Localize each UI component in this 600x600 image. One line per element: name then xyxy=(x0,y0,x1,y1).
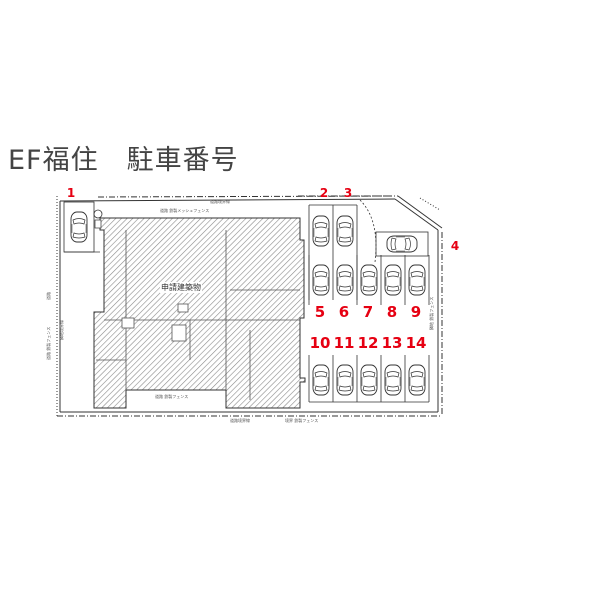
parking-number-6: 6 xyxy=(338,303,350,321)
parking-area-4 xyxy=(375,231,429,257)
svg-text:道路 鉄製メッシュフェンス: 道路 鉄製メッシュフェンス xyxy=(160,207,209,213)
parking-number-12: 12 xyxy=(357,334,379,352)
svg-text:隣地 鉄製フェンス: 隣地 鉄製フェンス xyxy=(428,297,434,330)
parking-number-7: 7 xyxy=(362,303,374,321)
parking-number-2: 2 xyxy=(319,186,329,200)
parking-number-9: 9 xyxy=(410,303,422,321)
parking-number-10: 10 xyxy=(309,334,331,352)
svg-text:道路 鉄製フェンス: 道路 鉄製フェンス xyxy=(45,327,51,360)
building-footprint xyxy=(93,217,306,409)
parking-number-4: 4 xyxy=(450,239,460,253)
parking-number-14: 14 xyxy=(405,334,427,352)
parking-number-1: 1 xyxy=(66,186,76,200)
page-title: EF福住 駐車番号 xyxy=(8,145,239,176)
dimension-notes: 道路 鉄製メッシュフェンス 道路境界線 道路 鉄製フェンス 道路境界線 境界 鉄… xyxy=(155,198,318,423)
svg-text:境界 鉄製フェンス: 境界 鉄製フェンス xyxy=(285,417,318,423)
parking-number-13: 13 xyxy=(381,334,403,352)
svg-text:道路境界線: 道路境界線 xyxy=(230,417,250,423)
svg-text:道路: 道路 xyxy=(45,292,51,300)
svg-text:道路 鉄製フェンス: 道路 鉄製フェンス xyxy=(155,393,188,399)
parking-area-1 xyxy=(63,201,103,253)
svg-text:隣地境界線: 隣地境界線 xyxy=(58,320,64,340)
parking-number-11: 11 xyxy=(333,334,355,352)
svg-text:道路境界線: 道路境界線 xyxy=(210,198,230,204)
parking-number-3: 3 xyxy=(343,186,353,200)
parking-number-8: 8 xyxy=(386,303,398,321)
site-boundary xyxy=(56,195,443,417)
parking-number-5: 5 xyxy=(314,303,326,321)
building-label: 申請建築物 xyxy=(160,282,202,293)
